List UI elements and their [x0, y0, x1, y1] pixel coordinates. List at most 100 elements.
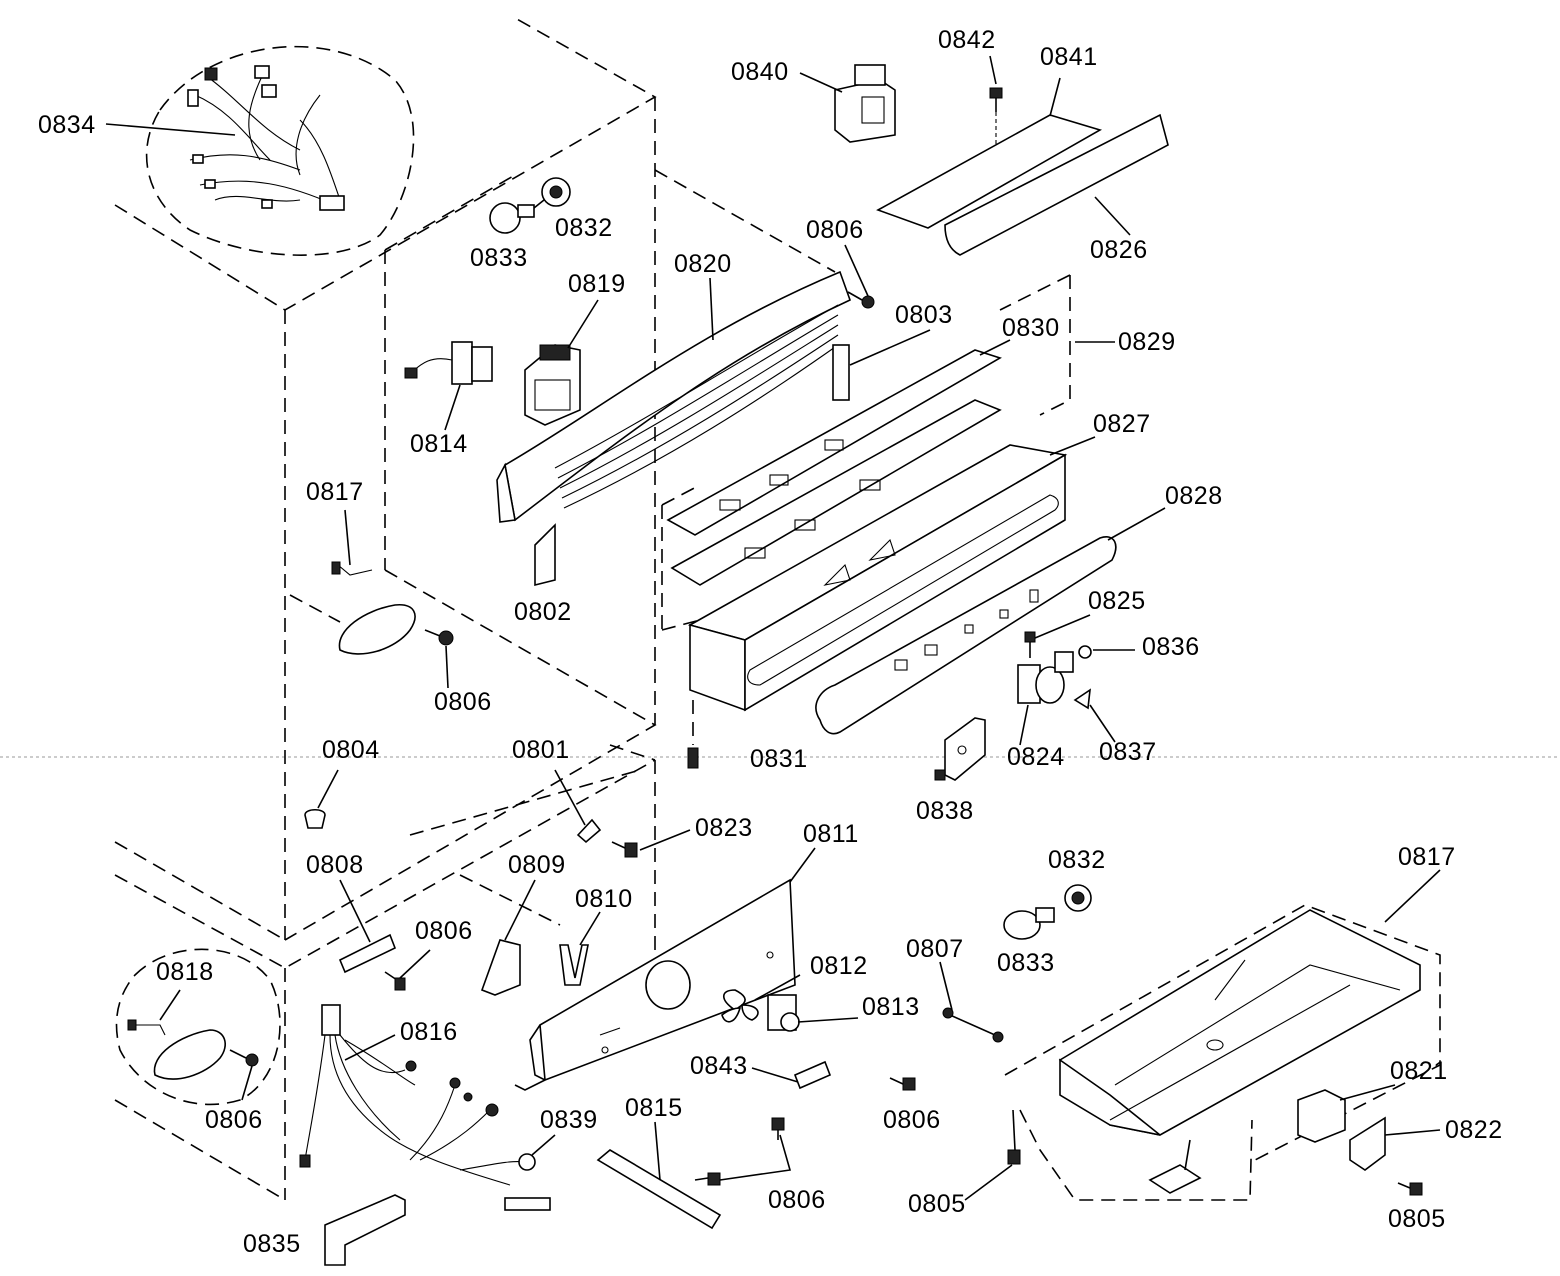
- label-0819: 0819: [568, 270, 626, 298]
- leader-0809: [504, 879, 536, 941]
- part-0833-bulb-upper: [489, 202, 535, 234]
- label-0806-a: 0806: [806, 216, 864, 244]
- leader-0811: [789, 847, 816, 883]
- part-0838-bracket: [934, 717, 986, 781]
- label-0824: 0824: [1007, 743, 1065, 771]
- connector-dash-b: [409, 769, 641, 836]
- part-0827-housing: [687, 444, 1068, 712]
- leader-0825: [1034, 614, 1091, 639]
- part-0818-light-assembly: [115, 948, 281, 1106]
- label-0843: 0843: [690, 1052, 748, 1080]
- leader-0812: [754, 974, 801, 1001]
- part-0832-socket-lower: [1064, 884, 1092, 912]
- label-0805-a: 0805: [908, 1190, 966, 1218]
- label-0822: 0822: [1445, 1116, 1503, 1144]
- leader-0806d: [241, 1065, 253, 1101]
- label-0806-d: 0806: [205, 1106, 263, 1134]
- part-0812-fan: [721, 989, 759, 1023]
- leader-0813: [797, 1017, 859, 1023]
- part-0836: [1078, 645, 1092, 659]
- label-0806-b: 0806: [434, 688, 492, 716]
- part-0819: [524, 344, 581, 426]
- part-0843: [793, 1060, 832, 1090]
- part-0829-assembly-box: [661, 274, 1071, 631]
- part-0817-tray-assembly: [1004, 904, 1441, 1201]
- label-0818: 0818: [156, 958, 214, 986]
- part-0811-panel: [514, 878, 796, 1091]
- label-0826: 0826: [1090, 236, 1148, 264]
- leader-0821: [1339, 1084, 1396, 1101]
- part-0806-screw-a: [847, 291, 875, 309]
- leader-0815: [654, 1121, 661, 1181]
- leader-0827: [1049, 436, 1096, 456]
- leader-0824: [1019, 704, 1029, 746]
- part-0808: [338, 933, 397, 974]
- label-0828: 0828: [1165, 482, 1223, 510]
- part-0820-grille: [496, 270, 851, 523]
- part-0803: [832, 344, 850, 401]
- leader-0828: [1107, 507, 1166, 541]
- leader-0822: [1384, 1129, 1441, 1136]
- part-0832-socket-upper: [533, 177, 571, 209]
- part-0805-screw-b: [1397, 1182, 1423, 1196]
- part-0835: [324, 1194, 406, 1266]
- label-0812: 0812: [810, 952, 868, 980]
- leader-0806b: [445, 645, 449, 689]
- leader-0817: [344, 509, 351, 566]
- label-0813: 0813: [862, 993, 920, 1021]
- leader-0814: [444, 384, 461, 431]
- part-0801: [576, 818, 602, 844]
- part-0806-screw-e: [889, 1077, 916, 1091]
- part-0809: [480, 939, 521, 996]
- part-0816-harness: [299, 1004, 551, 1211]
- label-0840: 0840: [731, 58, 789, 86]
- label-0841: 0841: [1040, 43, 1098, 71]
- part-0804: [304, 808, 326, 829]
- leader-0804: [317, 769, 339, 809]
- part-0831-screw: [687, 700, 699, 769]
- leader-0830: [979, 339, 1011, 356]
- lower-cabinet-outline: [114, 744, 656, 1201]
- leader-0805a: [964, 1164, 1013, 1201]
- label-0807: 0807: [906, 935, 964, 963]
- label-0817-upper: 0817: [306, 478, 364, 506]
- part-0824-motor: [1017, 651, 1074, 704]
- part-0813-motor: [767, 994, 800, 1032]
- label-0842: 0842: [938, 26, 996, 54]
- part-0806-screw-c: [384, 971, 406, 991]
- leader-0834: [105, 123, 236, 136]
- label-0827: 0827: [1093, 410, 1151, 438]
- label-0834: 0834: [38, 111, 96, 139]
- part-0814: [404, 341, 493, 385]
- label-0817-lower: 0817: [1398, 843, 1456, 871]
- leader-0820: [709, 277, 714, 341]
- part-0802: [534, 523, 556, 587]
- part-0806-screw-f: [694, 1117, 785, 1186]
- leader-0808: [339, 879, 371, 943]
- label-0839: 0839: [540, 1106, 598, 1134]
- part-light-lens-upper: [338, 604, 454, 655]
- label-0804: 0804: [322, 736, 380, 764]
- label-0803: 0803: [895, 301, 953, 329]
- label-0831: 0831: [750, 745, 808, 773]
- label-0809: 0809: [508, 851, 566, 879]
- leader-0806c: [399, 949, 431, 979]
- leader-0843: [751, 1067, 799, 1083]
- label-0833-lower: 0833: [997, 949, 1055, 977]
- label-0815: 0815: [625, 1094, 683, 1122]
- label-0806-c: 0806: [415, 917, 473, 945]
- label-0806-f: 0806: [768, 1186, 826, 1214]
- leader-0840: [799, 72, 843, 93]
- leader-0819: [567, 299, 599, 349]
- leader-0823: [639, 829, 691, 851]
- leader-0817b: [1384, 869, 1441, 923]
- part-0817: [331, 561, 373, 576]
- part-0822: [1349, 1116, 1386, 1171]
- leader-0810: [579, 911, 601, 946]
- leader-0803: [849, 329, 931, 366]
- part-0840: [834, 64, 896, 143]
- label-0833-upper: 0833: [470, 244, 528, 272]
- label-0825: 0825: [1088, 587, 1146, 615]
- leader-0818: [159, 989, 181, 1021]
